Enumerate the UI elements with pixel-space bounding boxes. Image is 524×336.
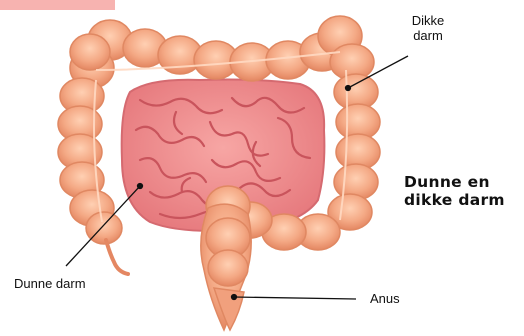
large-intestine-label-line1: Dikke — [408, 13, 448, 28]
small-intestine-label: Dunne darm — [14, 276, 86, 291]
diagram-title: Dunne en dikke darm — [404, 173, 522, 209]
diagram-title-line1: Dunne en — [404, 173, 522, 191]
rectum — [201, 204, 251, 330]
appendix — [106, 240, 128, 274]
large-intestine-label-line2: darm — [408, 28, 448, 43]
diagram-title-line2: dikke darm — [404, 191, 522, 209]
anus-label: Anus — [370, 291, 400, 306]
large-intestine-label: Dikke darm — [408, 13, 448, 43]
